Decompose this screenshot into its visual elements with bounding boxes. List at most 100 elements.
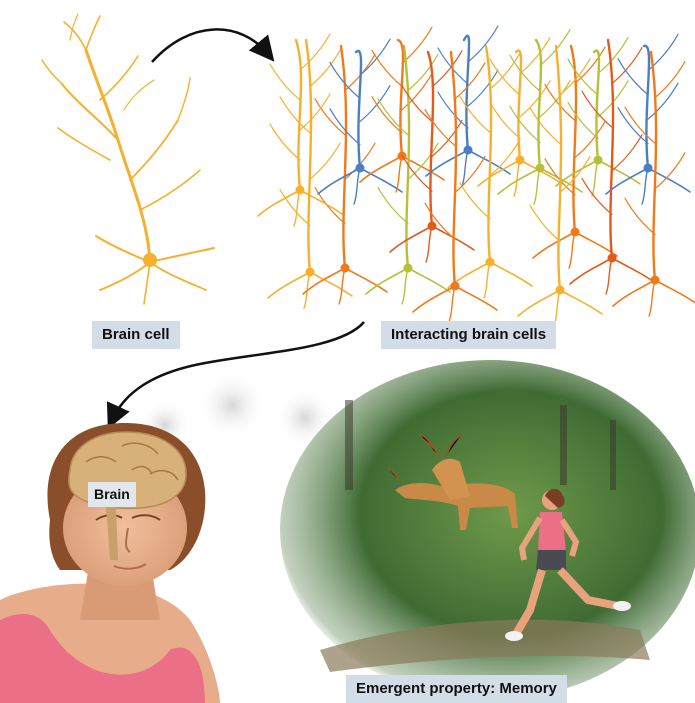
neuron-cell-body: [536, 164, 545, 173]
neuron-branch: [270, 124, 300, 160]
neuron-branch: [372, 97, 402, 133]
neuron-branch: [372, 50, 402, 86]
neuron-branch: [280, 97, 310, 133]
neuron-basal-dendrite: [408, 268, 450, 292]
neuron-branch: [315, 99, 345, 135]
neuron-axon: [649, 280, 655, 316]
neuron-cell-body: [296, 186, 305, 195]
neuron-cell-body: [571, 228, 580, 237]
neuron-cell-body: [404, 264, 413, 273]
neuron-cell-body: [556, 286, 565, 295]
neuron-basal-dendrite: [345, 268, 387, 292]
neuron-basal-dendrite: [300, 190, 342, 214]
neuron-network: [258, 26, 695, 326]
neuron-basal-dendrite: [498, 168, 540, 194]
neuron-apical-dendrite: [486, 46, 491, 262]
neuron-axon: [534, 168, 540, 204]
neuron-cell-body: [306, 268, 315, 277]
neuron-apical-dendrite: [594, 51, 599, 160]
neuron-cell-body: [594, 156, 603, 165]
arrow-to-network: [152, 29, 268, 62]
neuron-branch: [530, 205, 560, 241]
neuron-apical-dendrite: [296, 40, 301, 190]
neuron-branch: [612, 48, 642, 84]
neuron-branch: [402, 86, 432, 122]
neuron-basal-dendrite: [360, 168, 402, 192]
neuron-axon: [426, 226, 432, 262]
neuron-branch: [468, 70, 498, 106]
neuron-branch: [520, 38, 550, 74]
neuron-basal-dendrite: [570, 258, 612, 284]
label-brain: Brain: [88, 482, 136, 507]
neuron-axon: [484, 262, 490, 298]
neuron-basal-dendrite: [598, 160, 640, 184]
neuron-branch: [455, 156, 485, 192]
neuron-branch: [575, 47, 605, 83]
neuron-apical-dendrite: [398, 40, 403, 156]
neuron-basal-dendrite: [366, 268, 408, 294]
neuron-axon: [294, 190, 300, 226]
neuron-branch: [425, 110, 455, 146]
neuron-axon: [396, 156, 402, 192]
neuron-branch: [490, 53, 520, 89]
neuron-cell-body: [451, 282, 460, 291]
neuron-branch: [648, 83, 678, 119]
neuron-branch: [425, 203, 455, 239]
neuron-apical-dendrite: [556, 46, 561, 290]
neuron-branch: [310, 143, 340, 179]
neuron-axon: [514, 160, 520, 196]
neuron-cell-body: [608, 254, 617, 263]
neuron-cell-body: [644, 164, 653, 173]
neuron-apical-dendrite: [306, 40, 311, 272]
neuron-basal-dendrite: [258, 190, 300, 216]
label-interacting-brain-cells: Interacting brain cells: [381, 321, 556, 349]
neuron-apical-dendrite: [464, 36, 469, 150]
memory-scene: [280, 360, 695, 700]
neuron-cell-body: [428, 222, 437, 231]
neuron-axon: [606, 258, 612, 294]
neuron-apical-dendrite: [451, 52, 456, 286]
neuron-apical-dendrite: [536, 40, 541, 168]
neuron-apical-dendrite: [571, 46, 576, 232]
neuron-axon: [569, 232, 575, 268]
neuron-apical-dendrite: [608, 40, 613, 258]
neuron-axon: [402, 268, 408, 304]
label-emergent-property: Emergent property: Memory: [346, 675, 567, 703]
brain-cell-neuron: [42, 14, 214, 304]
neuron-basal-dendrite: [318, 168, 360, 194]
neuron-branch: [438, 92, 468, 128]
neuron-branch: [618, 108, 648, 144]
neuron-basal-dendrite: [390, 226, 432, 252]
neuron-basal-dendrite: [490, 262, 532, 286]
neuron-branch: [575, 122, 605, 158]
neuron-branch: [510, 55, 540, 91]
neuron-branch: [582, 178, 612, 214]
neuron-branch: [460, 183, 490, 219]
neuron-cell-body: [356, 164, 365, 173]
neuron-apical-dendrite: [356, 51, 361, 168]
neuron-branch: [490, 102, 520, 138]
neuron-branch: [625, 198, 655, 234]
neuron-cell-body: [464, 146, 473, 155]
neuron-apical-dendrite: [516, 51, 521, 160]
neuron-basal-dendrite: [413, 286, 455, 312]
neuron-apical-dendrite: [644, 46, 649, 168]
neuron-basal-dendrite: [612, 258, 654, 282]
neuron-basal-dendrite: [655, 280, 695, 304]
neuron-cell-body: [341, 264, 350, 273]
neuron-basal-dendrite: [455, 286, 497, 310]
neuron-branch: [655, 153, 685, 189]
neuron-basal-dendrite: [613, 280, 655, 306]
neuron-cell-body: [516, 156, 525, 165]
person-with-brain: [0, 423, 220, 703]
neuron-branch: [460, 96, 490, 132]
neuron-branch: [270, 64, 300, 100]
neuron-branch: [378, 188, 408, 224]
neuron-branch: [468, 26, 498, 62]
neuron-cell-body: [651, 276, 660, 285]
neuron-basal-dendrite: [360, 156, 402, 182]
neuron-axon: [592, 160, 598, 196]
neuron-basal-dendrite: [560, 290, 602, 314]
neuron-axon: [642, 168, 648, 204]
